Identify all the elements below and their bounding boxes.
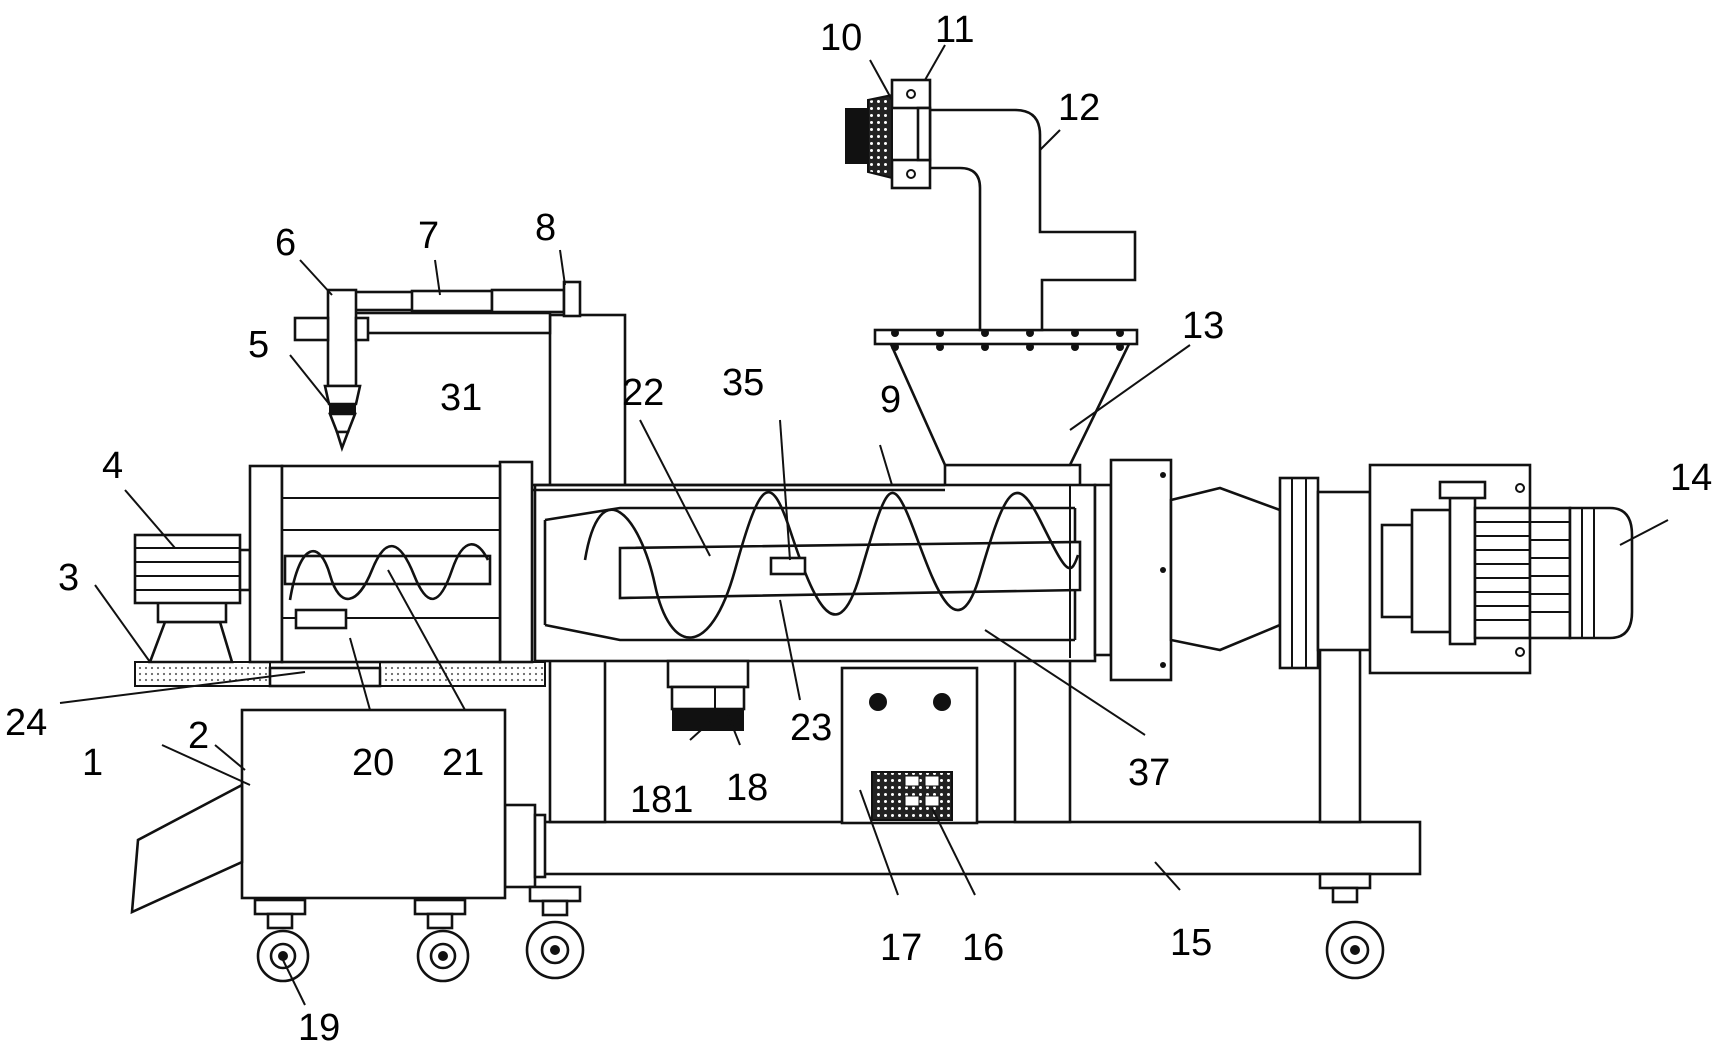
label-23: 23 bbox=[790, 707, 832, 749]
label-24: 24 bbox=[5, 702, 47, 744]
main-motor bbox=[1368, 463, 1634, 675]
caster-wheel bbox=[1318, 872, 1385, 980]
caster-wheel bbox=[413, 898, 470, 983]
part-labels: 1 2 3 4 5 6 7 8 9 10 11 12 13 14 15 16 1… bbox=[5, 9, 1712, 1049]
label-31: 31 bbox=[440, 377, 482, 419]
label-35: 35 bbox=[722, 362, 764, 404]
caster-wheel bbox=[253, 898, 310, 983]
label-16: 16 bbox=[962, 927, 1004, 969]
press-barrel bbox=[532, 463, 1097, 663]
label-8: 8 bbox=[535, 207, 556, 249]
caster-wheels bbox=[253, 872, 1385, 983]
feed-motor bbox=[133, 533, 252, 664]
label-1: 1 bbox=[82, 742, 103, 784]
label-6: 6 bbox=[275, 222, 296, 264]
feed-hopper bbox=[873, 328, 1139, 467]
caster-wheel bbox=[525, 885, 585, 980]
label-37: 37 bbox=[1128, 752, 1170, 794]
discharge-valve bbox=[666, 659, 750, 731]
label-15: 15 bbox=[1170, 922, 1212, 964]
collection-tank bbox=[240, 708, 507, 900]
label-21: 21 bbox=[442, 742, 484, 784]
control-box bbox=[840, 666, 979, 825]
label-14: 14 bbox=[1670, 457, 1712, 499]
label-10: 10 bbox=[820, 17, 862, 59]
label-2: 2 bbox=[188, 715, 209, 757]
leader-lines bbox=[59, 44, 1669, 1006]
hopper-bolts bbox=[891, 329, 1124, 351]
label-181: 181 bbox=[630, 779, 693, 821]
label-4: 4 bbox=[102, 445, 123, 487]
feed-screw-housing bbox=[248, 460, 534, 664]
label-13: 13 bbox=[1182, 305, 1224, 347]
gripper-arm bbox=[293, 280, 582, 453]
label-20: 20 bbox=[352, 742, 394, 784]
outlet-chute bbox=[130, 782, 244, 915]
label-7: 7 bbox=[418, 215, 439, 257]
label-11: 11 bbox=[935, 9, 974, 51]
label-12: 12 bbox=[1058, 87, 1100, 129]
label-19: 19 bbox=[298, 1007, 340, 1049]
base-plate bbox=[134, 661, 546, 688]
barrel-flange bbox=[1093, 458, 1173, 682]
label-9: 9 bbox=[880, 379, 901, 421]
label-5: 5 bbox=[248, 324, 269, 366]
pipe-clamp bbox=[845, 78, 932, 190]
label-22: 22 bbox=[622, 372, 664, 414]
label-18: 18 bbox=[726, 767, 768, 809]
label-17: 17 bbox=[880, 927, 922, 969]
reducer-coupling bbox=[1169, 476, 1372, 670]
inlet-pipe bbox=[928, 108, 1137, 332]
support-column bbox=[548, 313, 627, 492]
label-3: 3 bbox=[58, 557, 79, 599]
